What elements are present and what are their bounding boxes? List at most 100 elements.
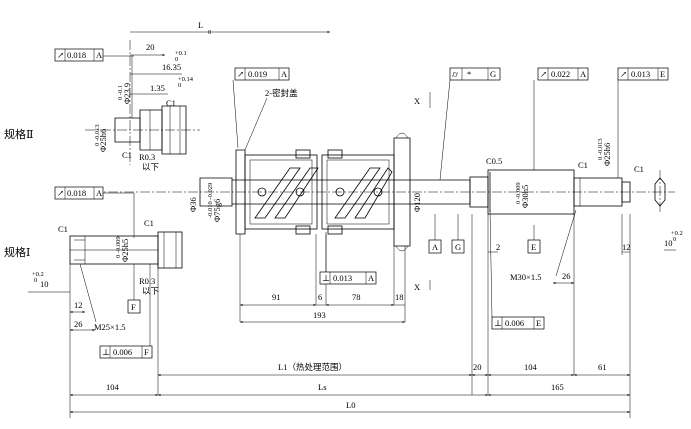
dim-L1: L1（热处理范围） (278, 362, 347, 372)
tol-1-35-upper: +0.14 (178, 76, 194, 83)
svg-text:0: 0 (673, 236, 676, 243)
dim-61: 61 (598, 362, 607, 372)
svg-text:0.018: 0.018 (67, 50, 86, 60)
perpendicularity-icon: ⊥ (322, 273, 330, 283)
dim-10-left: 10 (40, 279, 49, 289)
c1-right: C1 (578, 160, 588, 170)
dim-20: 20 (473, 362, 482, 372)
svg-text:A: A (432, 242, 439, 252)
dia-23-9: Φ23.9 (122, 83, 132, 104)
shaft-end-left (199, 177, 233, 207)
svg-text:0 -0.009: 0 -0.009 (115, 236, 122, 258)
nut-flange (393, 137, 411, 247)
svg-text:-0.010 -0.029: -0.010 -0.029 (207, 183, 214, 218)
dim-L0-bottom: L0 (346, 400, 355, 410)
svg-text:A: A (368, 273, 375, 283)
dim-18: 18 (395, 292, 404, 302)
section-x-bottom: X (414, 282, 420, 292)
spec1-label: 规格Ⅰ (4, 245, 30, 259)
svg-text:*: * (467, 69, 471, 79)
svg-text:A: A (96, 188, 103, 198)
gdt-frame-5: ↗ 0.013 E (617, 67, 669, 81)
svg-text:⊥: ⊥ (102, 347, 110, 357)
seal-label: 2-密封盖 (265, 88, 298, 98)
gdt-frame-8: ⊥ 0.006 E (491, 316, 545, 330)
svg-text:F: F (144, 347, 149, 357)
dim-12-right: 12 (622, 242, 631, 252)
dim-16-35: 16.35 (162, 62, 181, 72)
cylindricity-icon: ⌭ (452, 69, 459, 79)
svg-text:0.013: 0.013 (631, 69, 650, 79)
dim-104-right: 104 (524, 362, 538, 372)
svg-text:⊥: ⊥ (494, 318, 502, 328)
dim-20-top: 20 (146, 42, 155, 52)
gdt-frame-1: ↗ 0.018 A (54, 48, 104, 62)
svg-text:0.022: 0.022 (551, 69, 570, 79)
dia-36: Φ36 (188, 197, 198, 212)
svg-text:0 -0.009: 0 -0.009 (515, 182, 522, 204)
svg-text:0: 0 (34, 277, 37, 284)
svg-text:0 -0.013: 0 -0.013 (94, 124, 101, 146)
dia-25h6-right: Φ25h6 (602, 143, 612, 166)
dim-12-left: 12 (74, 300, 83, 310)
svg-text:0 -0.013: 0 -0.013 (597, 138, 604, 160)
gdt-frame-7: ⊥ 0.013 A (319, 271, 377, 285)
svg-text:F: F (131, 302, 136, 312)
c05-label: C0.5 (486, 156, 502, 166)
dim-1-35: 1.35 (150, 83, 165, 93)
svg-text:0.019: 0.019 (248, 69, 267, 79)
dim-165: 165 (551, 382, 564, 392)
gdt-frame-9: ⊥ 0.006 F (99, 345, 153, 359)
svg-text:A: A (580, 69, 587, 79)
dia-75g6: Φ75g6 (212, 199, 222, 222)
svg-text:↗: ↗ (620, 69, 627, 79)
dim-L0-top: L (198, 20, 203, 30)
svg-text:G: G (490, 69, 496, 79)
dia-120: Φ120 (412, 193, 422, 212)
gdt-frame-2: ↗ 0.019 A (234, 67, 290, 81)
thread-m30: M30×1.5 (510, 272, 541, 282)
tol-1-35-lower: 0 (178, 82, 181, 89)
r03-spec2: R0.3 (139, 152, 155, 162)
dim-L0-top-sub: 0 (208, 29, 211, 36)
svg-text:+0.2: +0.2 (32, 271, 44, 278)
gdt-frame-4: ↗ 0.022 A (537, 67, 589, 81)
dim-2: 2 (496, 242, 500, 252)
dia-25h5: Φ25h5 (120, 239, 130, 262)
svg-text:↗: ↗ (540, 69, 547, 79)
c1-spec1-right: C1 (144, 218, 154, 228)
below-spec1: 以下 (142, 286, 160, 296)
svg-text:↗: ↗ (57, 188, 64, 198)
datum-A: A (428, 239, 442, 254)
svg-text:+0.2: +0.2 (671, 230, 683, 237)
gdt-frame-6: ↗ 0.018 A (54, 186, 104, 200)
dim-104-left: 104 (106, 382, 120, 392)
runout-icon: ↗ (57, 50, 64, 60)
svg-text:E: E (660, 69, 665, 79)
leaders (79, 55, 619, 352)
svg-text:0.018: 0.018 (67, 188, 86, 198)
svg-text:E: E (536, 318, 541, 328)
c1-spec1-left: C1 (58, 224, 68, 234)
svg-text:0.013: 0.013 (333, 273, 352, 283)
svg-text:↗: ↗ (237, 69, 244, 79)
gdt-frame-3: ⌭ * G (449, 67, 501, 81)
svg-text:0.006: 0.006 (505, 318, 524, 328)
c1-spec2-top: C1 (166, 98, 176, 108)
dim-26-left: 26 (74, 319, 83, 329)
dim-10-right: 10 (664, 238, 673, 248)
svg-text:0.006: 0.006 (113, 347, 132, 357)
below-spec2: 以下 (142, 162, 160, 172)
dim-26-right: 26 (562, 271, 571, 281)
svg-text:A: A (96, 50, 103, 60)
dim-Ls: Ls (318, 382, 327, 392)
section-x-top: X (414, 96, 420, 106)
spec2-label: 规格Ⅱ (4, 127, 33, 141)
dim-78: 78 (352, 292, 361, 302)
r03-spec1: R0.3 (139, 276, 155, 286)
c1-far-right: C1 (634, 164, 644, 174)
return-tubes (254, 167, 393, 219)
datum-F: F (127, 299, 141, 314)
